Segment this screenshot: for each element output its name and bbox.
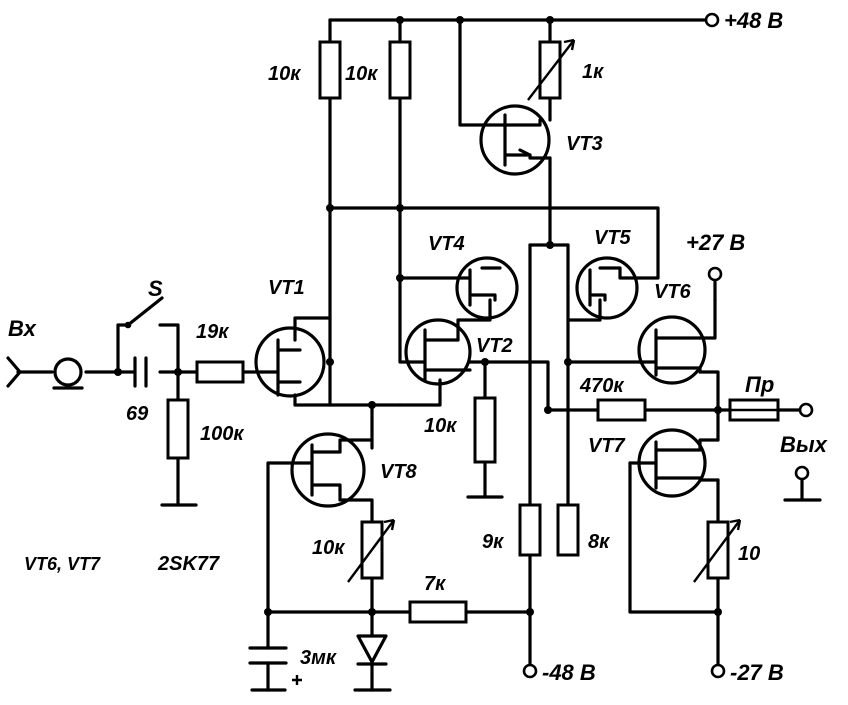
label-note-part: 2SK77: [157, 553, 220, 575]
labels: +48 В +27 В -48 В -27 В Вх Вых S Пр VT3 …: [8, 8, 828, 685]
label-minus48: -48 В: [542, 660, 596, 685]
label-vt5: VT5: [594, 227, 632, 249]
terminal-plus27: [707, 266, 723, 282]
terminals: [522, 12, 814, 679]
label-r-vt8-trim: 10к: [312, 537, 345, 559]
resistor-vt2-gate: [473, 396, 497, 464]
vt4-symbol: [455, 256, 519, 320]
terminal-minus48: [522, 663, 538, 679]
diode: [356, 634, 388, 666]
label-fuse: Пр: [745, 372, 774, 397]
input-connector: [6, 356, 84, 390]
vt6-symbol: [637, 315, 707, 385]
resistors: [166, 38, 780, 624]
resistor-8k: [556, 503, 580, 557]
label-plus27: +27 В: [686, 230, 745, 255]
resistor-top-right: [388, 40, 412, 100]
label-r-vt7-trim: 10: [738, 543, 760, 565]
vt3-symbol: [479, 104, 552, 176]
vt5-symbol: [575, 256, 642, 320]
label-c-input: 69: [126, 403, 149, 425]
vt7-symbol: [628, 428, 720, 498]
resistor-feedback: [596, 398, 647, 422]
label-r-top-right: 10к: [345, 63, 378, 85]
label-r-feedback: 470к: [579, 375, 624, 397]
resistor-input-series: [195, 360, 245, 384]
label-note-devices: VT6, VT7: [24, 554, 101, 574]
label-r-9k: 9к: [482, 531, 504, 553]
terminal-minus27: [710, 663, 726, 679]
label-minus27: -27 В: [730, 660, 784, 685]
label-r-input-series: 19к: [196, 321, 229, 343]
label-vt6: VT6: [654, 281, 692, 303]
vt2-symbol: [404, 318, 472, 386]
capacitors: [133, 356, 302, 685]
label-r-7k: 7к: [424, 573, 446, 595]
capacitor-input: [133, 356, 148, 388]
label-r-8k: 8к: [588, 531, 610, 553]
resistor-9k: [518, 503, 542, 557]
label-vt3: VT3: [566, 133, 603, 155]
wiring: [16, 18, 822, 692]
label-vt8: VT8: [380, 461, 418, 483]
label-c-bias: 3мк: [300, 647, 337, 669]
label-r-input-shunt: 100к: [200, 423, 244, 445]
label-input: Вх: [8, 316, 37, 341]
transistors: [254, 104, 720, 508]
terminal-plus48: [704, 12, 720, 28]
label-vt1: VT1: [268, 277, 305, 299]
label-r-vt2-gate: 10к: [424, 415, 457, 437]
label-plus48: +48 В: [724, 8, 783, 33]
junction-dots: [114, 16, 722, 616]
switch-s: [124, 296, 164, 329]
label-output: Вых: [780, 432, 828, 457]
ground-symbols: [160, 495, 504, 692]
terminal-output: [798, 402, 814, 418]
label-vt7: VT7: [588, 435, 626, 457]
resistor-top-left: [318, 40, 342, 100]
label-switch: S: [148, 276, 163, 301]
resistor-7k: [408, 600, 468, 624]
vt1-symbol: [254, 326, 326, 398]
vt8-symbol: [288, 432, 374, 508]
label-r-vt3-trim: 1к: [582, 61, 604, 83]
label-vt2: VT2: [476, 335, 513, 357]
label-vt4: VT4: [428, 233, 465, 255]
label-r-top-left: 10к: [268, 63, 301, 85]
capacitor-bias: [248, 646, 288, 665]
terminal-output-ground: [794, 465, 810, 481]
resistor-input-shunt: [166, 398, 190, 460]
